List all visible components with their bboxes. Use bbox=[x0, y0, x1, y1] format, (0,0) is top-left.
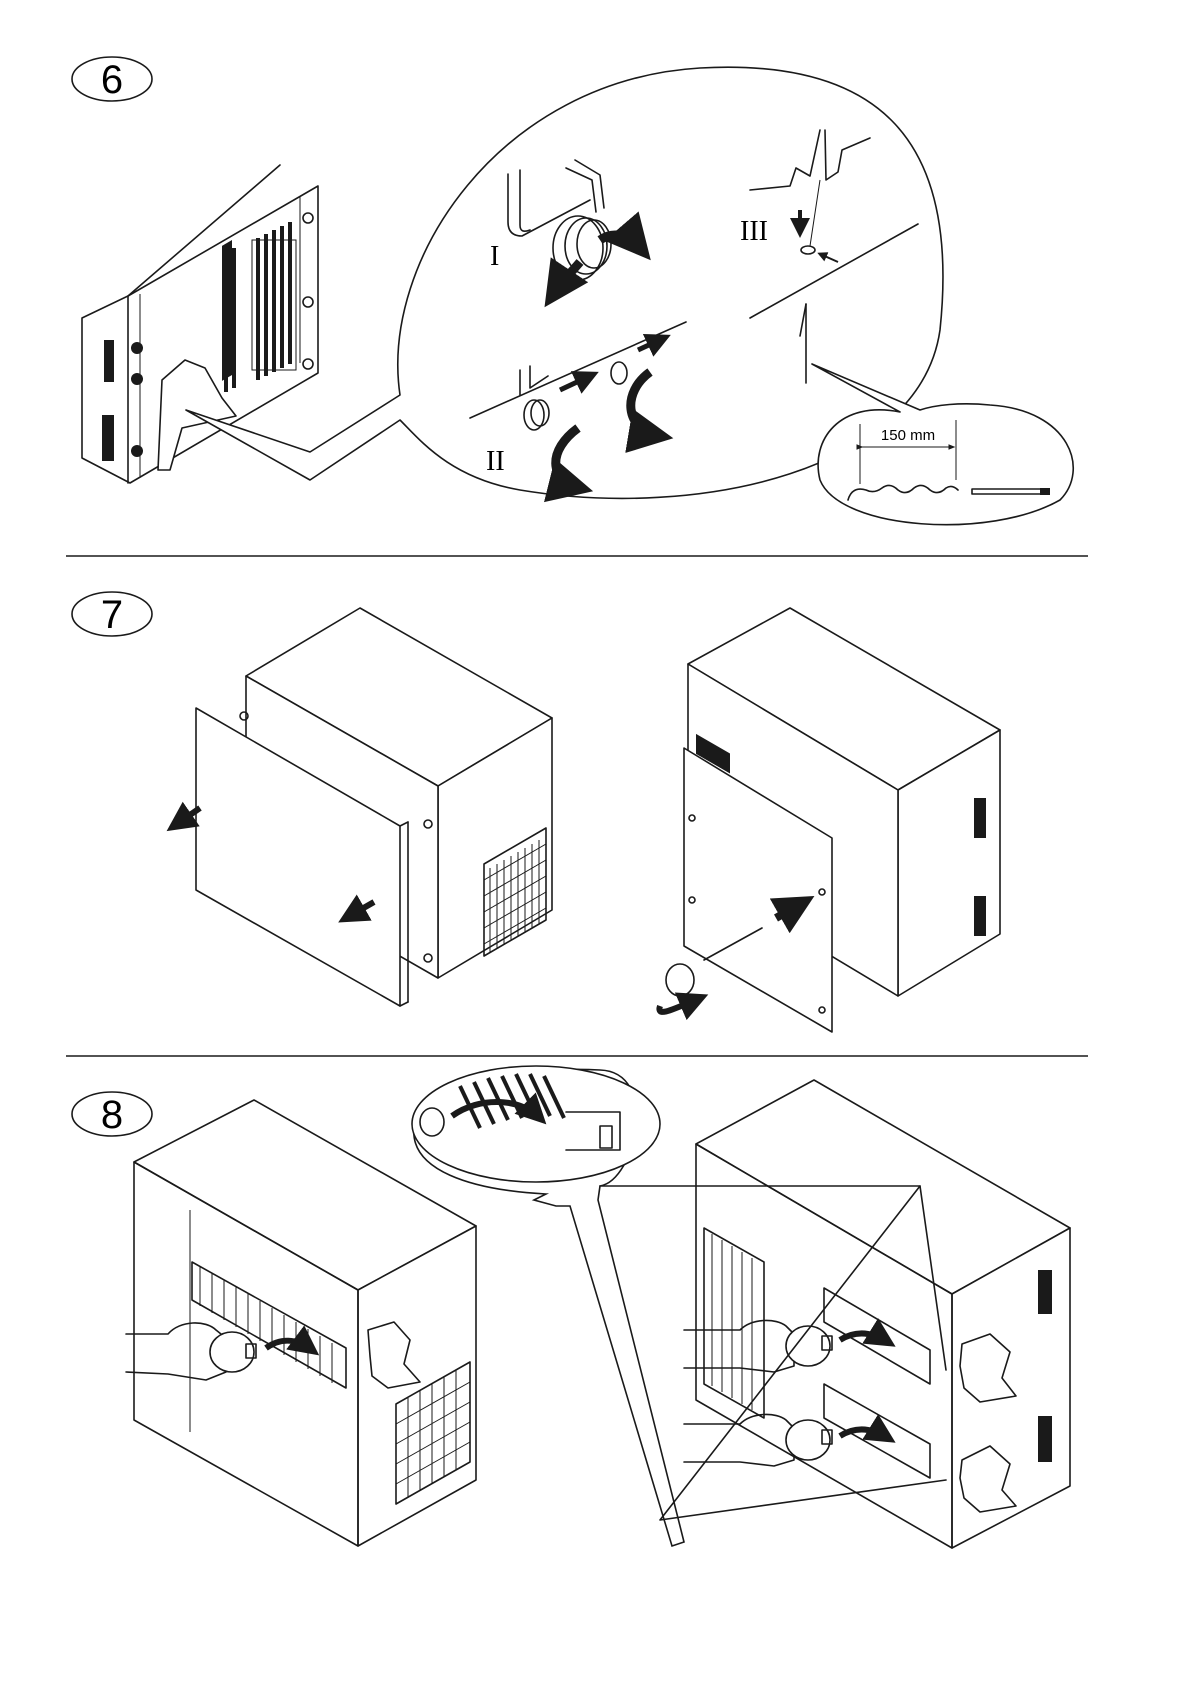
sub-label-I: I bbox=[490, 241, 499, 272]
step-8-machine-right bbox=[600, 1080, 1070, 1548]
step-6-machine bbox=[82, 165, 318, 483]
hand-with-bottle-right-upper bbox=[684, 1320, 888, 1372]
step-7-panel: 6 7 bbox=[72, 592, 1000, 1032]
step-6-number: 6 bbox=[101, 58, 123, 102]
step-6-panel: 6 bbox=[72, 57, 1073, 525]
length-dimension: 150 mm bbox=[881, 427, 935, 444]
sub-label-II: II bbox=[486, 446, 505, 477]
step-7-number-label: 7 bbox=[101, 593, 123, 637]
step-8-machine-left bbox=[126, 1100, 476, 1546]
step-8-badge: 8 bbox=[72, 1092, 152, 1137]
step-7-badge: 6 7 bbox=[72, 592, 152, 637]
hand-with-bottle-right-lower bbox=[684, 1414, 888, 1466]
left-grille-8 bbox=[712, 1234, 752, 1410]
step-7-machine-right bbox=[659, 608, 1000, 1032]
step-8-number: 8 bbox=[101, 1093, 123, 1137]
step-6-badge: 6 bbox=[72, 57, 152, 102]
step-8-panel: 8 bbox=[72, 1066, 1070, 1548]
step-7-machine-left bbox=[174, 608, 552, 1006]
sub-label-III: III bbox=[740, 216, 768, 247]
